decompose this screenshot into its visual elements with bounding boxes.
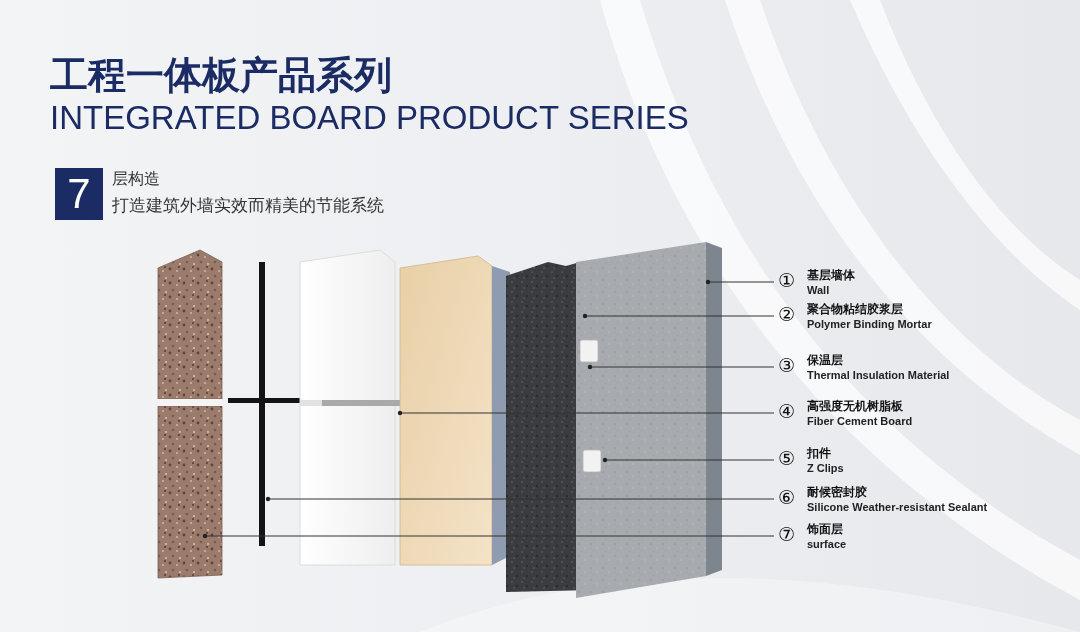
number-box: 7 (55, 168, 103, 220)
intro-text: 打造建筑外墙实效而精美的节能系统 (112, 196, 384, 216)
part-name-en: Polymer Binding Mortar (807, 318, 932, 331)
callout-number: ② (778, 304, 795, 326)
callout-number: ⑦ (778, 524, 795, 546)
part-name-zh: 基层墙体 (807, 269, 855, 283)
part-name-zh: 高强度无机树脂板 (807, 400, 903, 414)
callout-number: ⑤ (778, 448, 795, 470)
part-name-en: Z Clips (807, 462, 844, 475)
callout-number: ⑥ (778, 487, 795, 509)
intro-heading: 层构造 (112, 170, 160, 188)
part-name-en: Thermal Insulation Material (807, 369, 949, 382)
subtitle: INTEGRATED BOARD PRODUCT SERIES (50, 99, 689, 137)
part-name-zh: 饰面层 (807, 523, 843, 537)
part-name-zh: 扣件 (807, 447, 831, 461)
part-name-zh: 耐候密封胶 (807, 486, 867, 500)
box-number: 7 (67, 173, 90, 215)
part-name-zh: 保温层 (807, 354, 843, 368)
title: 工程一体板产品系列 (50, 54, 392, 98)
callout-number: ③ (778, 355, 795, 377)
part-name-en: Silicone Weather-resistant Sealant (807, 501, 987, 514)
part-name-en: Fiber Cement Board (807, 415, 912, 428)
part-name-zh: 聚合物粘结胶浆层 (807, 303, 903, 317)
part-name-en: surface (807, 538, 846, 551)
callout-number: ① (778, 270, 795, 292)
callout-number: ④ (778, 401, 795, 423)
part-name-en: Wall (807, 284, 829, 297)
